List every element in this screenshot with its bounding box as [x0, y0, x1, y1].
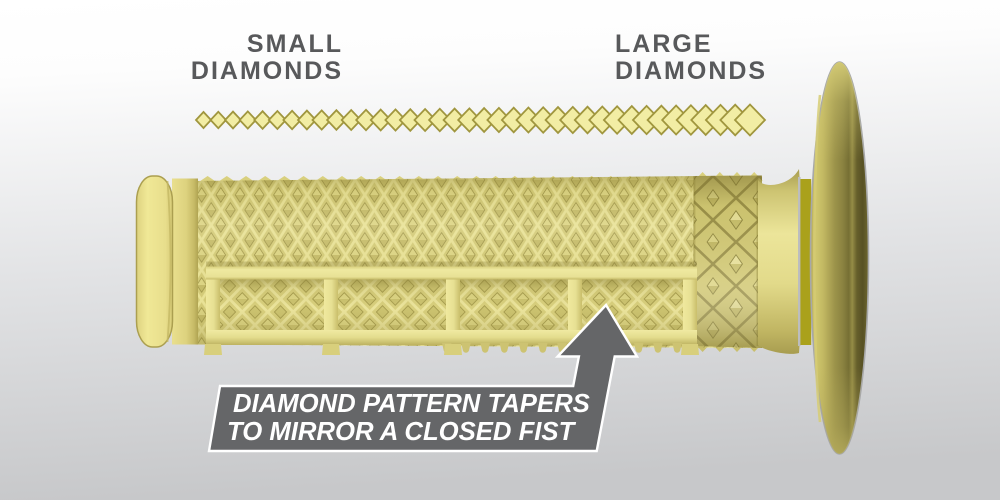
svg-text:TO MIRROR A CLOSED FIST: TO MIRROR A CLOSED FIST [227, 418, 577, 446]
svg-text:DIAMOND PATTERN TAPERS: DIAMOND PATTERN TAPERS [233, 390, 590, 418]
